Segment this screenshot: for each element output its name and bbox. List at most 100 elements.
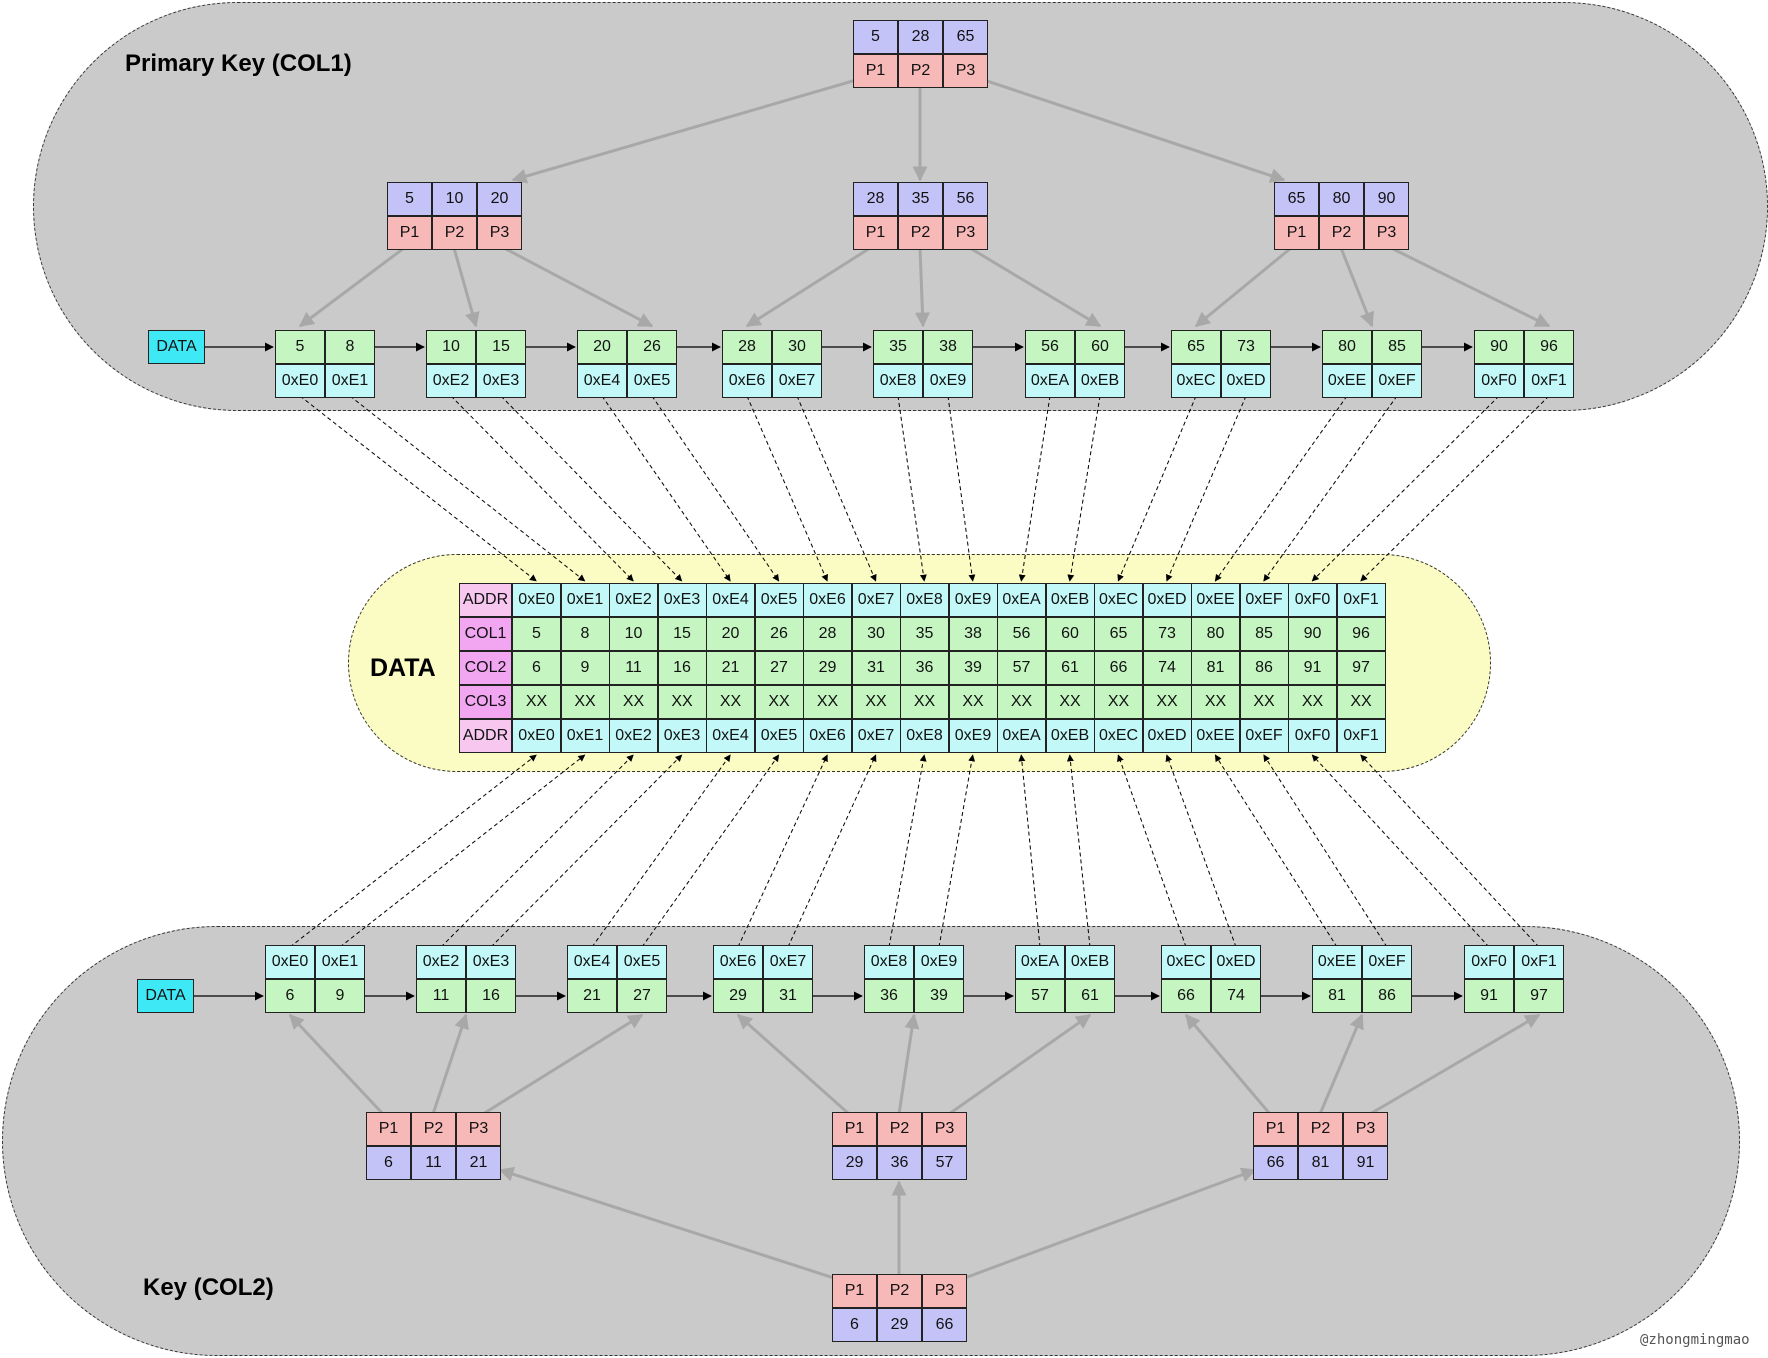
leaf-address-cell: 0xF1 <box>1524 364 1574 398</box>
leaf-key-cell: 31 <box>763 979 813 1013</box>
table-cell: 0xE2 <box>609 719 658 753</box>
table-cell: 0xE6 <box>803 583 852 617</box>
secondary-to-data-pointer <box>490 754 683 948</box>
table-cell: 36 <box>900 651 949 685</box>
secondary-to-data-pointer <box>1117 754 1187 948</box>
index-pointer-cell: P3 <box>943 216 988 250</box>
table-cell: 65 <box>1094 617 1143 651</box>
index-key-cell: 11 <box>411 1146 456 1180</box>
table-cell: 0xE5 <box>754 583 804 617</box>
leaf-key-cell: 96 <box>1524 330 1574 364</box>
leaf-address-cell: 0xEF <box>1362 945 1412 979</box>
leaf-key-cell: 15 <box>476 330 526 364</box>
secondary-to-data-pointer <box>938 754 976 948</box>
leaf-address-cell: 0xE8 <box>873 364 923 398</box>
table-cell: 81 <box>1191 651 1240 685</box>
leaf-key-cell: 29 <box>713 979 763 1013</box>
primary-data-entry-box: DATA <box>148 330 205 364</box>
table-cell: 85 <box>1239 617 1289 651</box>
table-cell: 0xED <box>1142 719 1192 753</box>
leaf-address-cell: 0xEC <box>1171 364 1221 398</box>
leaf-key-cell: 86 <box>1362 979 1412 1013</box>
table-cell: 0xF1 <box>1336 719 1386 753</box>
leaf-address-cell: 0xED <box>1221 364 1271 398</box>
leaf-address-cell: 0xE5 <box>627 364 677 398</box>
leaf-address-cell: 0xE7 <box>772 364 822 398</box>
leaf-address-cell: 0xE7 <box>763 945 813 979</box>
index-key-cell: 90 <box>1364 182 1409 216</box>
data-table-title: DATA <box>370 654 436 682</box>
index-pointer-cell: P3 <box>943 54 988 88</box>
index-pointer-cell: P2 <box>898 54 943 88</box>
leaf-key-cell: 28 <box>722 330 772 364</box>
table-cell: 20 <box>706 617 755 651</box>
leaf-key-cell: 65 <box>1171 330 1221 364</box>
secondary-to-data-pointer <box>641 754 780 948</box>
table-cell: 35 <box>900 617 949 651</box>
leaf-address-cell: 0xF0 <box>1474 364 1524 398</box>
leaf-address-cell: 0xE9 <box>923 364 973 398</box>
leaf-address-cell: 0xEB <box>1065 945 1115 979</box>
table-cell: XX <box>803 685 852 719</box>
leaf-key-cell: 30 <box>772 330 822 364</box>
secondary-to-data-pointer <box>440 754 634 948</box>
table-cell: XX <box>1094 685 1143 719</box>
index-pointer-cell: P1 <box>832 1274 877 1308</box>
table-cell: 0xE1 <box>560 719 610 753</box>
table-cell: 97 <box>1336 651 1386 685</box>
index-key-cell: 65 <box>1274 182 1319 216</box>
leaf-key-cell: 57 <box>1015 979 1065 1013</box>
table-cell: XX <box>997 685 1046 719</box>
index-key-cell: 66 <box>1253 1146 1298 1180</box>
index-pointer-cell: P2 <box>877 1112 922 1146</box>
leaf-key-cell: 90 <box>1474 330 1524 364</box>
table-cell: 86 <box>1239 651 1289 685</box>
leaf-key-cell: 27 <box>617 979 667 1013</box>
index-pointer-cell: P2 <box>432 216 477 250</box>
leaf-key-cell: 61 <box>1065 979 1115 1013</box>
leaf-address-cell: 0xE3 <box>476 364 526 398</box>
leaf-key-cell: 56 <box>1025 330 1075 364</box>
table-cell: 0xE8 <box>900 719 949 753</box>
leaf-key-cell: 9 <box>315 979 365 1013</box>
index-key-cell: 36 <box>877 1146 922 1180</box>
table-cell: XX <box>609 685 658 719</box>
table-cell: 8 <box>560 617 610 651</box>
table-cell: 0xF0 <box>1288 583 1337 617</box>
table-cell: 57 <box>997 651 1046 685</box>
index-pointer-cell: P3 <box>477 216 522 250</box>
index-key-cell: 6 <box>832 1308 877 1342</box>
table-cell: XX <box>1336 685 1386 719</box>
secondary-to-data-pointer <box>787 754 877 948</box>
table-cell: XX <box>1288 685 1337 719</box>
table-cell: 73 <box>1142 617 1192 651</box>
secondary-index-title: Key (COL2) <box>143 1274 274 1301</box>
table-cell: 0xE5 <box>754 719 804 753</box>
index-key-cell: 5 <box>853 20 898 54</box>
index-pointer-cell: P2 <box>1319 216 1364 250</box>
primary-index-title: Primary Key (COL1) <box>125 50 352 77</box>
table-cell: XX <box>560 685 610 719</box>
table-row-header: ADDR <box>459 583 512 617</box>
table-row-header: COL1 <box>459 617 512 651</box>
table-cell: 60 <box>1045 617 1095 651</box>
table-cell: 61 <box>1045 651 1095 685</box>
table-cell: XX <box>1191 685 1240 719</box>
table-cell: 6 <box>512 651 561 685</box>
leaf-address-cell: 0xE3 <box>466 945 516 979</box>
table-cell: 28 <box>803 617 852 651</box>
table-cell: XX <box>948 685 998 719</box>
index-pointer-cell: P1 <box>1253 1112 1298 1146</box>
leaf-address-cell: 0xE5 <box>617 945 667 979</box>
index-key-cell: 35 <box>898 182 943 216</box>
index-key-cell: 57 <box>922 1146 967 1180</box>
table-cell: 0xED <box>1142 583 1192 617</box>
secondary-to-data-pointer <box>289 754 537 948</box>
table-cell: XX <box>754 685 804 719</box>
index-pointer-cell: P3 <box>456 1112 501 1146</box>
leaf-address-cell: 0xE8 <box>864 945 914 979</box>
secondary-to-data-pointer <box>591 754 731 948</box>
index-key-cell: 28 <box>898 20 943 54</box>
table-cell: 26 <box>754 617 804 651</box>
table-cell: 0xEA <box>997 583 1046 617</box>
